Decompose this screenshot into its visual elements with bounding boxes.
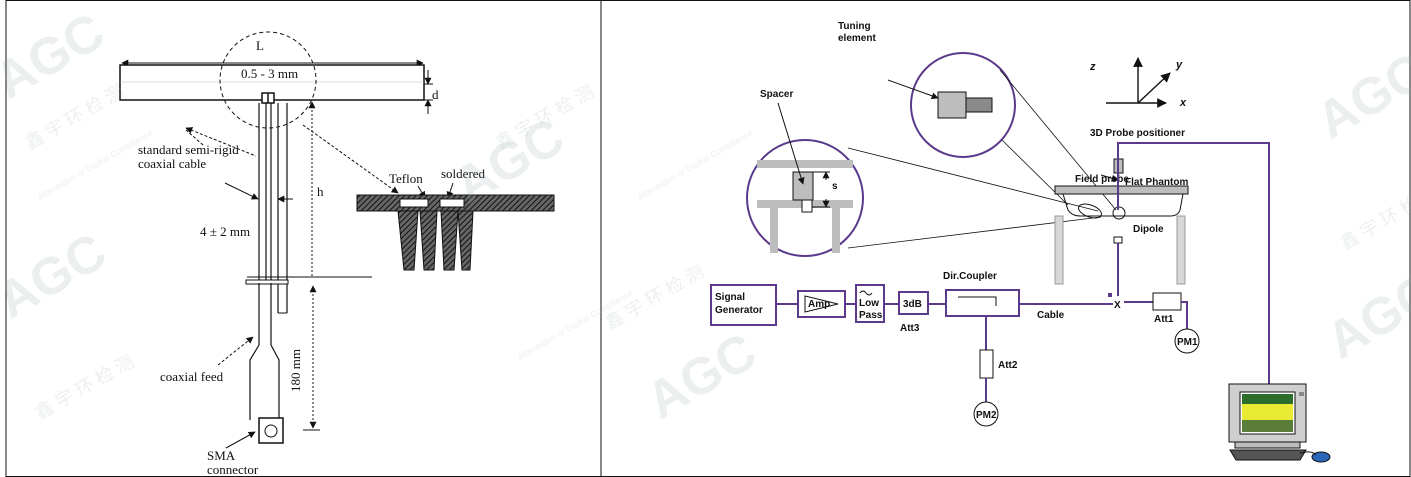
- label-cable-2: coaxial cable: [138, 156, 206, 171]
- label-axis-x: x: [1179, 97, 1187, 109]
- label-diameter: 4 ± 2 mm: [200, 224, 250, 239]
- label-pm2: PM2: [976, 410, 997, 421]
- att1-box[interactable]: [1152, 292, 1182, 311]
- label-cable: Cable: [1037, 310, 1065, 321]
- label-axis-y: y: [1175, 59, 1183, 71]
- axis-y: [1137, 72, 1171, 104]
- lowpass-box[interactable]: [855, 284, 885, 323]
- teflon-detail: [356, 194, 555, 271]
- label-spacer: Spacer: [760, 89, 793, 100]
- spacer-block: [792, 171, 814, 201]
- computer-icon: [1228, 383, 1331, 463]
- label-pass: Pass: [859, 310, 883, 321]
- label-att1: Att1: [1154, 314, 1174, 325]
- label-att3: Att3: [900, 323, 920, 334]
- label-teflon: Teflon: [389, 171, 423, 186]
- label-feed: coaxial feed: [160, 369, 224, 384]
- label-tuning-2: element: [838, 33, 876, 44]
- label-axis-z: z: [1089, 61, 1096, 73]
- label-dir-coupler: Dir.Coupler: [943, 271, 997, 282]
- right-setup-diagram: z y x Tuning element s Spacer: [710, 21, 1331, 463]
- label-signal-2: Generator: [715, 305, 763, 316]
- label-d: d: [432, 87, 439, 102]
- label-length: 180 mm: [288, 349, 303, 392]
- label-s: s: [832, 181, 838, 192]
- label-3db: 3dB: [903, 299, 922, 310]
- label-cable-1: standard semi-rigid: [138, 142, 239, 157]
- att2-box[interactable]: [979, 349, 994, 379]
- label-dipole: Dipole: [1133, 224, 1164, 235]
- positioner-cable: [1118, 142, 1270, 390]
- label-signal-1: Signal: [715, 292, 745, 303]
- label-low: Low: [859, 298, 879, 309]
- label-x-mark: X: [1114, 300, 1121, 311]
- label-h: h: [317, 184, 324, 199]
- label-L: L: [256, 38, 264, 53]
- pm2-meter[interactable]: [973, 401, 999, 427]
- label-att2: Att2: [998, 360, 1018, 371]
- label-gap: 0.5 - 3 mm: [241, 66, 298, 81]
- sma-connector: [258, 417, 284, 444]
- label-field-probe: Field probe: [1075, 174, 1129, 185]
- label-tuning-1: Tuning: [838, 21, 871, 32]
- detail-circle: [219, 31, 317, 129]
- label-connector: connector: [207, 462, 259, 477]
- label-probe-positioner: 3D Probe positioner: [1090, 128, 1185, 139]
- label-sma: SMA: [207, 448, 236, 463]
- flat-phantom: [1054, 185, 1189, 195]
- label-amp: Amp: [808, 299, 830, 310]
- left-dipole-drawing: L 0.5 - 3 mm d h standard semi-rigid coa: [119, 31, 555, 477]
- pm1-meter[interactable]: [1174, 328, 1200, 354]
- dir-coupler-box[interactable]: [945, 289, 1020, 317]
- label-flat-phantom: Flat Phantom: [1125, 177, 1188, 188]
- label-pm1: PM1: [1177, 337, 1198, 348]
- label-soldered: soldered: [441, 166, 486, 181]
